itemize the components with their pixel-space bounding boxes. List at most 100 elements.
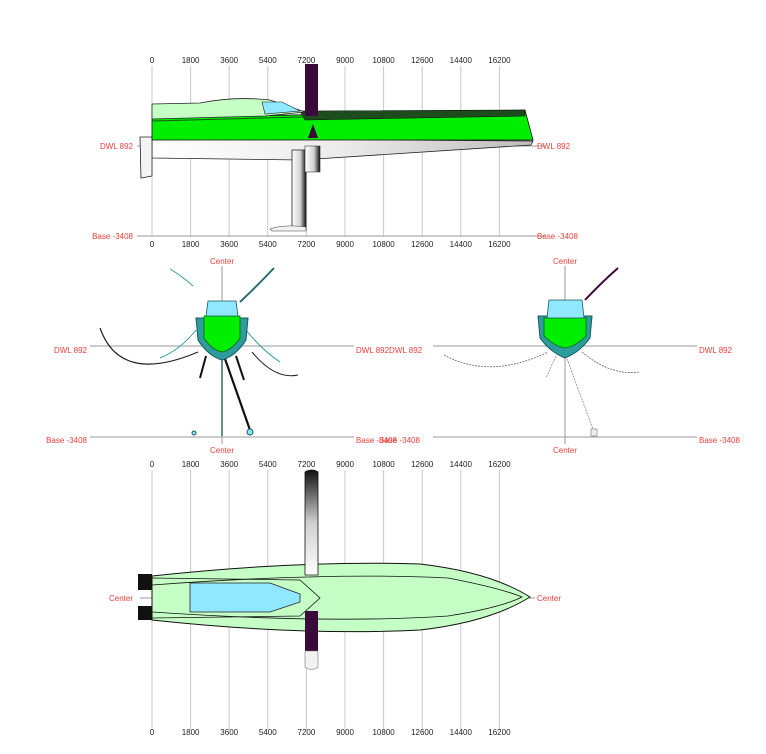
middle-dwl-label: DWL 892DWL 892 bbox=[356, 346, 423, 355]
profile-dwl-label-left: DWL 892 bbox=[100, 142, 134, 151]
plan-foil-top bbox=[304, 469, 319, 576]
profile-ticks-top: 0 1800 3600 5400 7200 9000 10800 12600 14400 1620… bbox=[150, 56, 511, 65]
body-plan-rear: Center Center DWL 892 Base -3408 bbox=[433, 257, 740, 455]
front-base-label-left: Base -3408 bbox=[46, 436, 87, 445]
profile-base-label-left: Base -3408 bbox=[92, 232, 133, 241]
plan-foil-bottom-tip bbox=[304, 650, 319, 670]
front-arc-right bbox=[245, 329, 281, 363]
profile-cockpit-window bbox=[261, 101, 302, 115]
tick-label: 16200 bbox=[488, 240, 511, 249]
rear-bulb bbox=[590, 428, 598, 437]
front-stay-left bbox=[199, 355, 207, 379]
rear-dwl-label-right: DWL 892 bbox=[699, 346, 733, 355]
profile-dwl-label-right: DWL 892 bbox=[537, 142, 571, 151]
front-sail-right bbox=[251, 351, 299, 377]
plan-deck-inner bbox=[151, 575, 523, 620]
tick-label: 16200 bbox=[488, 728, 511, 737]
tick-label: 1800 bbox=[182, 728, 200, 737]
profile-keel-bulb bbox=[269, 225, 307, 232]
tick-label: 3600 bbox=[220, 240, 238, 249]
tick-label: 16200 bbox=[488, 56, 511, 65]
tick-label: 0 bbox=[150, 460, 155, 469]
rear-hull-green bbox=[543, 317, 587, 349]
tick-label: 5400 bbox=[259, 460, 277, 469]
front-bulb-left bbox=[191, 430, 197, 436]
profile-view: 0 1800 3600 5400 7200 9000 10800 12600 14400 1620… bbox=[92, 56, 578, 249]
plan-center-label-right: Center bbox=[537, 594, 561, 603]
front-center-label-top: Center bbox=[210, 257, 234, 266]
tick-label: 1800 bbox=[182, 240, 200, 249]
rear-strut-left bbox=[545, 355, 557, 379]
tick-label: 7200 bbox=[298, 240, 316, 249]
rear-base-label-right: Base -3408 bbox=[699, 436, 740, 445]
tick-label: 7200 bbox=[298, 728, 316, 737]
tick-label: 5400 bbox=[259, 240, 277, 249]
tick-label: 1800 bbox=[182, 460, 200, 469]
tick-label: 5400 bbox=[259, 728, 277, 737]
tick-label: 14400 bbox=[450, 728, 473, 737]
tick-label: 10800 bbox=[372, 728, 395, 737]
tick-label: 3600 bbox=[220, 728, 238, 737]
tick-label: 0 bbox=[150, 56, 155, 65]
tick-label: 7200 bbox=[298, 56, 316, 65]
profile-base-label-right: Base -3408 bbox=[537, 232, 578, 241]
plan-center-label-left: Center bbox=[109, 594, 133, 603]
front-arc-left bbox=[159, 329, 197, 359]
tick-label: 3600 bbox=[220, 56, 238, 65]
rear-keel-strut bbox=[565, 355, 595, 433]
tick-label: 10800 bbox=[372, 56, 395, 65]
tick-label: 16200 bbox=[488, 460, 511, 469]
front-mast-tip bbox=[169, 268, 194, 287]
body-plan-front: Center Center DWL 892 Base -3408 bbox=[46, 257, 354, 455]
profile-mast bbox=[305, 64, 318, 116]
plan-transom-top bbox=[138, 574, 152, 590]
plan-view: 0 1800 3600 5400 7200 9000 10800 12600 14400 1620… bbox=[109, 460, 561, 737]
rear-mast bbox=[584, 267, 619, 301]
tick-label: 12600 bbox=[411, 56, 434, 65]
tick-label: 1800 bbox=[182, 56, 200, 65]
tick-label: 14400 bbox=[450, 460, 473, 469]
tick-label: 7200 bbox=[298, 460, 316, 469]
tick-label: 5400 bbox=[259, 56, 277, 65]
middle-base-label-b: Base -3408 bbox=[379, 436, 420, 445]
profile-keel-fin bbox=[291, 149, 307, 231]
plan-foil-bottom bbox=[305, 611, 318, 651]
tick-label: 9000 bbox=[336, 460, 354, 469]
profile-lower-hull bbox=[151, 137, 534, 161]
tick-label: 9000 bbox=[336, 240, 354, 249]
tick-label: 12600 bbox=[411, 240, 434, 249]
rear-sail-left bbox=[443, 351, 549, 368]
profile-rudder bbox=[304, 145, 321, 173]
plan-transom-bottom bbox=[138, 606, 152, 620]
profile-stern-block bbox=[139, 136, 153, 179]
tick-label: 12600 bbox=[411, 460, 434, 469]
plan-cockpit bbox=[189, 582, 301, 613]
tick-label: 14400 bbox=[450, 56, 473, 65]
tick-label: 0 bbox=[150, 240, 155, 249]
front-sail-left bbox=[99, 327, 199, 365]
front-hull-green bbox=[203, 315, 241, 353]
front-stay-right bbox=[235, 355, 245, 381]
rear-cabin bbox=[546, 299, 585, 319]
profile-ticks-bot: 0 1800 3600 5400 7200 9000 10800 12600 14400 1620… bbox=[150, 240, 511, 249]
tick-label: 3600 bbox=[220, 460, 238, 469]
front-center-label-bottom: Center bbox=[210, 446, 234, 455]
front-mast-top bbox=[239, 267, 275, 303]
front-keel-strut bbox=[222, 355, 252, 431]
front-cabin bbox=[205, 300, 239, 317]
rear-sail-right bbox=[581, 351, 641, 373]
rear-center-label-top: Center bbox=[553, 257, 577, 266]
front-bulb-right bbox=[246, 428, 254, 436]
tick-label: 10800 bbox=[372, 240, 395, 249]
tick-label: 14400 bbox=[450, 240, 473, 249]
tick-label: 0 bbox=[150, 728, 155, 737]
profile-mast-foot bbox=[308, 124, 318, 138]
front-dwl-label-left: DWL 892 bbox=[54, 346, 88, 355]
profile-deck-dark bbox=[299, 109, 526, 121]
tick-label: 9000 bbox=[336, 56, 354, 65]
rear-center-label-bottom: Center bbox=[553, 446, 577, 455]
tick-label: 12600 bbox=[411, 728, 434, 737]
